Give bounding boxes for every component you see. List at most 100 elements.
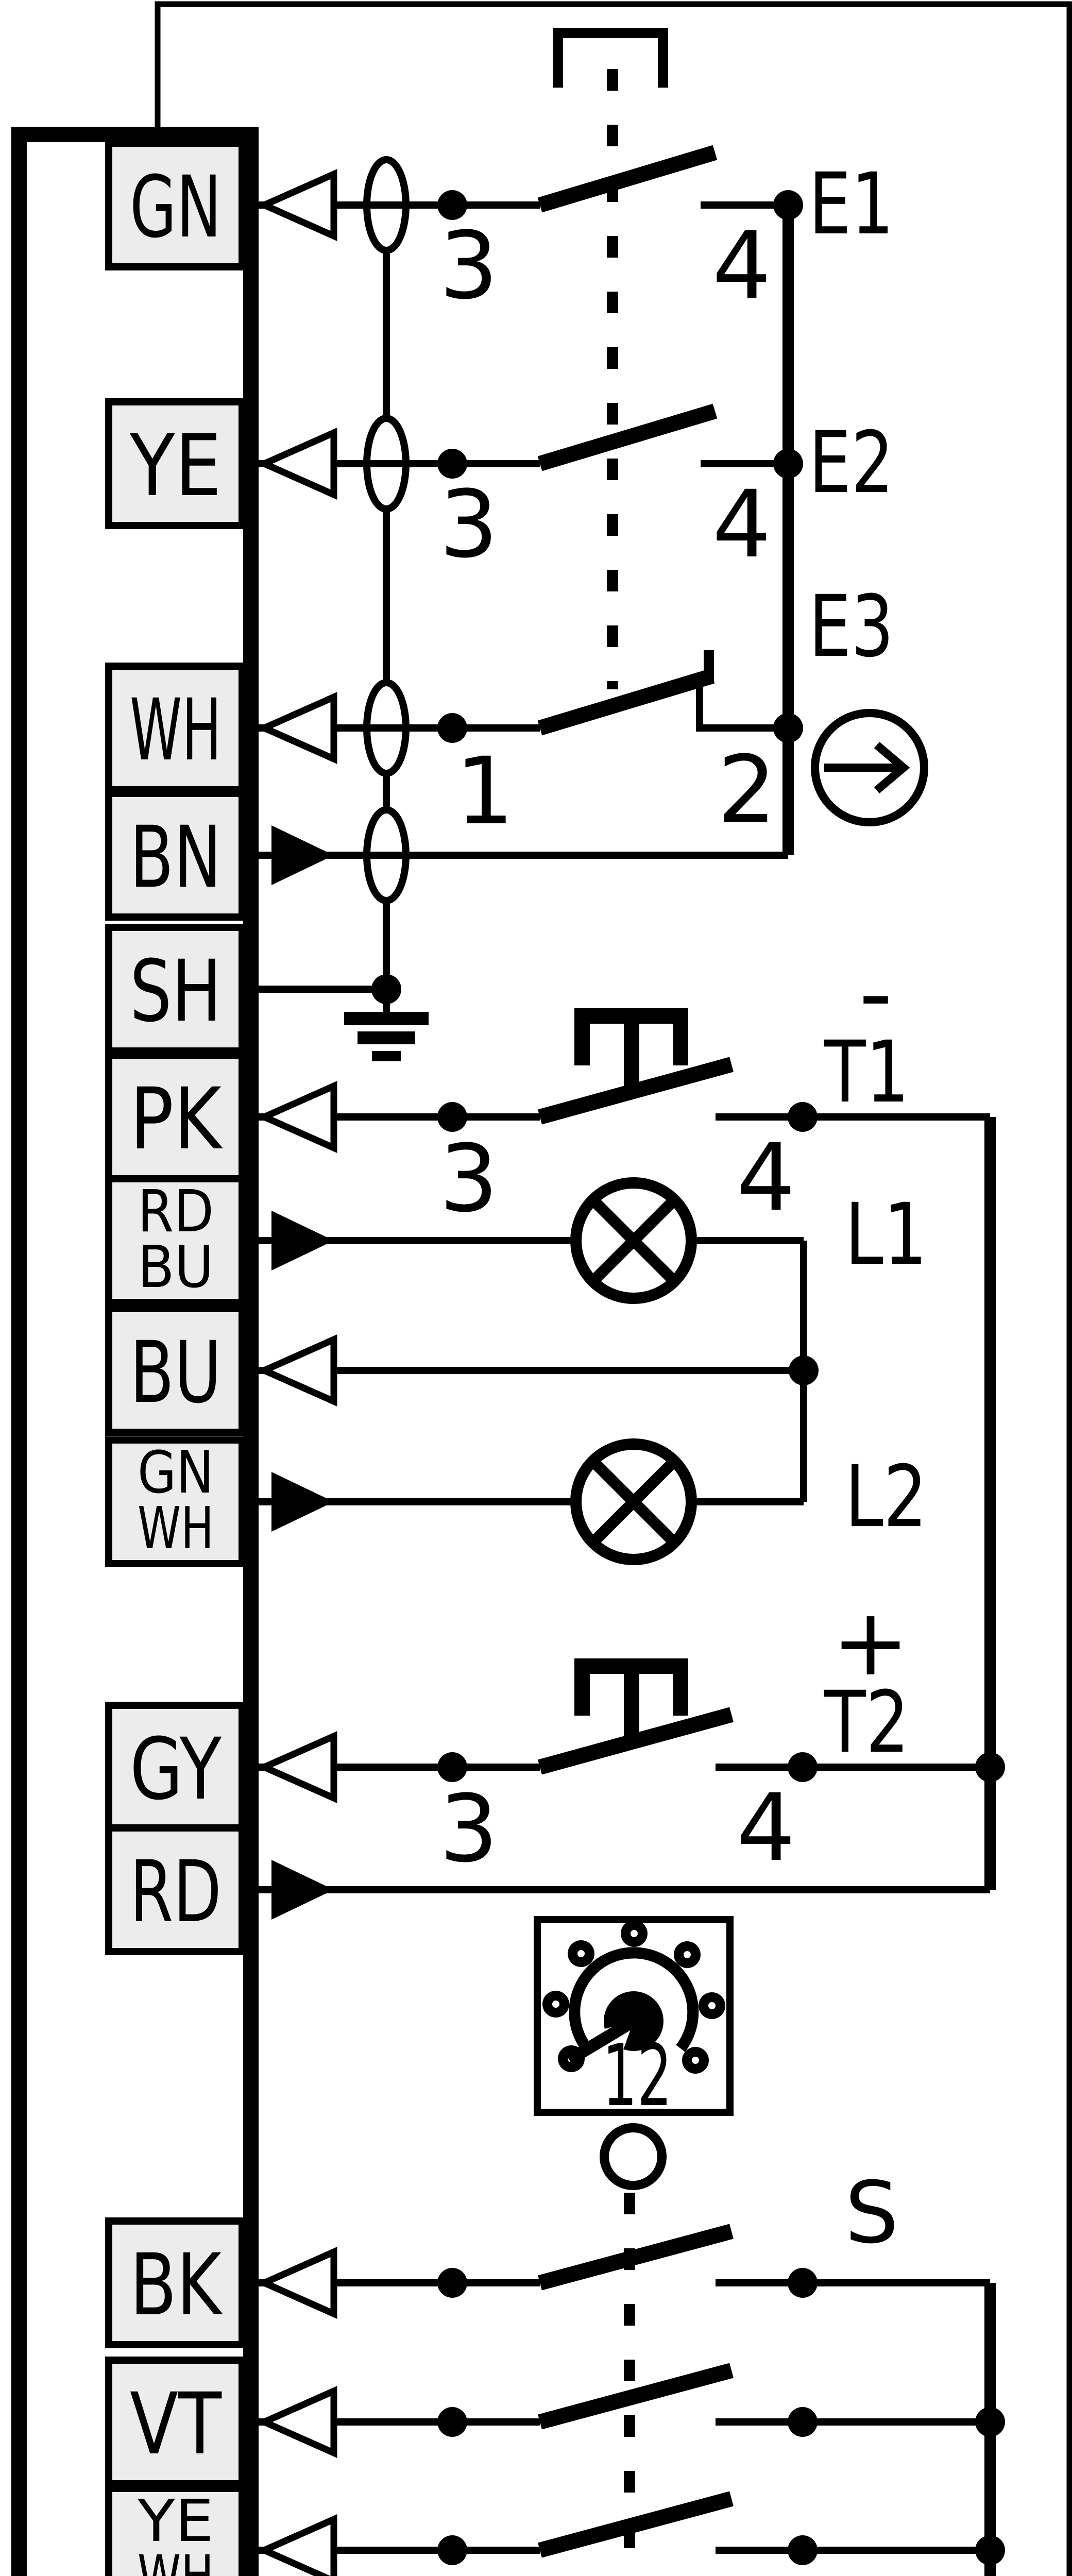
junction-dot <box>437 449 467 479</box>
switch-arm-e1 <box>537 145 718 213</box>
junction-dot <box>975 2407 1005 2437</box>
terminal-box-rdbu <box>105 1175 246 1306</box>
terminal-label-pk: PK <box>130 1070 223 1168</box>
terminal-label-gnwh-1: GN <box>138 1439 214 1506</box>
terminal-label-wh: WH <box>130 681 222 779</box>
switch-label-t1: T1 <box>824 1023 909 1122</box>
polarity-minus: - <box>859 940 893 1047</box>
output-arrow-icon-gnwh <box>271 1472 334 1532</box>
lamp-group: L1 L2 <box>570 1177 927 1565</box>
rotary-dot-hole <box>684 1951 691 1958</box>
terminal-label-rd: RD <box>130 1842 222 1941</box>
junction-dot <box>788 2535 818 2565</box>
junction-dot <box>788 2268 818 2298</box>
contact-number-e1-3: 3 <box>439 212 499 320</box>
motion-arrow-head <box>874 741 910 794</box>
cable-shield-group <box>363 156 410 989</box>
contact-number-e3-2: 2 <box>718 736 777 844</box>
terminal-label-ye: YE <box>129 416 222 515</box>
lamp-label-l1: L1 <box>845 1185 927 1284</box>
rotary-dot-hole <box>577 1950 585 1957</box>
contact-number-t2-4: 4 <box>737 1774 796 1882</box>
switch-arm-s3 <box>538 2491 734 2558</box>
contact-number-e3-1: 1 <box>455 738 515 845</box>
junction-dot <box>437 2407 467 2437</box>
lamp-x-l2 <box>589 1457 678 1547</box>
rotary-pointer-tip <box>624 2014 645 2036</box>
input-arrow-icon-bk <box>256 2246 337 2319</box>
output-arrow-icon-rd <box>271 1860 334 1920</box>
terminal-label-bk: BK <box>130 2235 223 2334</box>
input-arrow-icon-gn <box>256 168 337 242</box>
rotary-switch: 12 <box>534 1916 734 2190</box>
terminal-label-gn: GN <box>130 158 222 257</box>
output-arrow-icon-bn <box>271 825 334 885</box>
junction-dot <box>773 713 803 743</box>
contact-number-e2-4: 4 <box>712 471 772 579</box>
contact-number-e1-4: 4 <box>712 212 772 320</box>
rotary-shaft-circle <box>600 2123 667 2190</box>
junction-dot <box>437 713 467 743</box>
ground-bar-1 <box>344 1012 429 1025</box>
switch-group-s: S <box>437 2163 1005 2576</box>
ground-bar-2 <box>358 1031 415 1044</box>
rotary-dot-hole <box>552 2001 559 2008</box>
terminal-label-bu: BU <box>130 1323 222 1422</box>
terminal-label-sh: SH <box>130 942 222 1041</box>
junction-dot <box>371 974 401 1004</box>
terminal-labels: GN YE WH BN SH PK RD BU BU GN WH GY RD B… <box>129 158 223 2576</box>
input-arrow-icon-gy <box>256 1731 337 1804</box>
switch-arm-t1 <box>538 1057 734 1125</box>
contact-wire-e3 <box>696 685 788 732</box>
junction-dot <box>788 1102 818 1132</box>
rotary-scale-arc <box>569 1947 699 2052</box>
terminal-label-gy: GY <box>130 1720 222 1819</box>
rotary-dot-hole <box>708 2002 716 2009</box>
direction-arrows <box>256 168 337 2576</box>
junction-dot <box>975 1752 1005 1782</box>
input-arrow-icon-ye <box>256 427 337 500</box>
terminal-label-vt: VT <box>130 2375 222 2473</box>
lamp-label-l2: L2 <box>845 1447 927 1546</box>
switch-arm-s2 <box>538 2363 734 2430</box>
junction-dot <box>788 2407 818 2437</box>
switch-label-e1: E1 <box>809 155 894 253</box>
ground-bar-3 <box>372 1051 401 1061</box>
polarity-plus: + <box>832 1589 910 1697</box>
junction-dot <box>437 1102 467 1132</box>
switch-label-e2: E2 <box>809 413 894 512</box>
terminal-label-rdbu-1: RD <box>138 1178 214 1245</box>
switch-label-e3: E3 <box>809 577 894 676</box>
junction-dot <box>437 190 467 220</box>
junction-dot <box>975 2535 1005 2565</box>
actuator-bracket-icon-e <box>553 28 668 88</box>
terminal-box-sh <box>105 924 246 1055</box>
motion-direction-icon <box>811 709 928 826</box>
junction-dot <box>789 1355 819 1385</box>
rotary-position-dots <box>542 1920 725 2074</box>
junction-dot <box>773 449 803 479</box>
terminal-label-yewh-2: WH <box>138 2544 214 2576</box>
input-arrow-icon-yewh <box>256 2514 337 2576</box>
terminal-box-wh <box>105 663 246 793</box>
rotary-dot-hole <box>692 2057 699 2064</box>
contact-number-t1-3: 3 <box>439 1125 499 1233</box>
switch-group-t2: + T2 3 4 <box>437 1589 1005 1883</box>
lamp-x-l1 <box>589 1196 678 1285</box>
switch-group-e: E1 E2 E3 3 4 3 4 1 2 <box>371 28 928 1004</box>
rotary-position-label: 12 <box>603 2026 672 2125</box>
input-arrow-icon-bu <box>256 1334 337 1407</box>
input-arrow-icon-pk <box>256 1080 337 1154</box>
switch-arm-t2 <box>538 1707 734 1775</box>
output-arrow-icon-rdbu <box>271 1211 334 1270</box>
junction-dot <box>788 1752 818 1782</box>
switch-group-t1: - T1 3 4 <box>437 940 996 1890</box>
junction-dot <box>437 2535 467 2565</box>
input-arrow-icon-wh <box>256 691 337 765</box>
contact-number-e2-3: 3 <box>439 471 499 579</box>
terminal-label-bn: BN <box>130 808 222 907</box>
switch-label-s: S <box>845 2163 899 2262</box>
junction-dot <box>437 1752 467 1782</box>
